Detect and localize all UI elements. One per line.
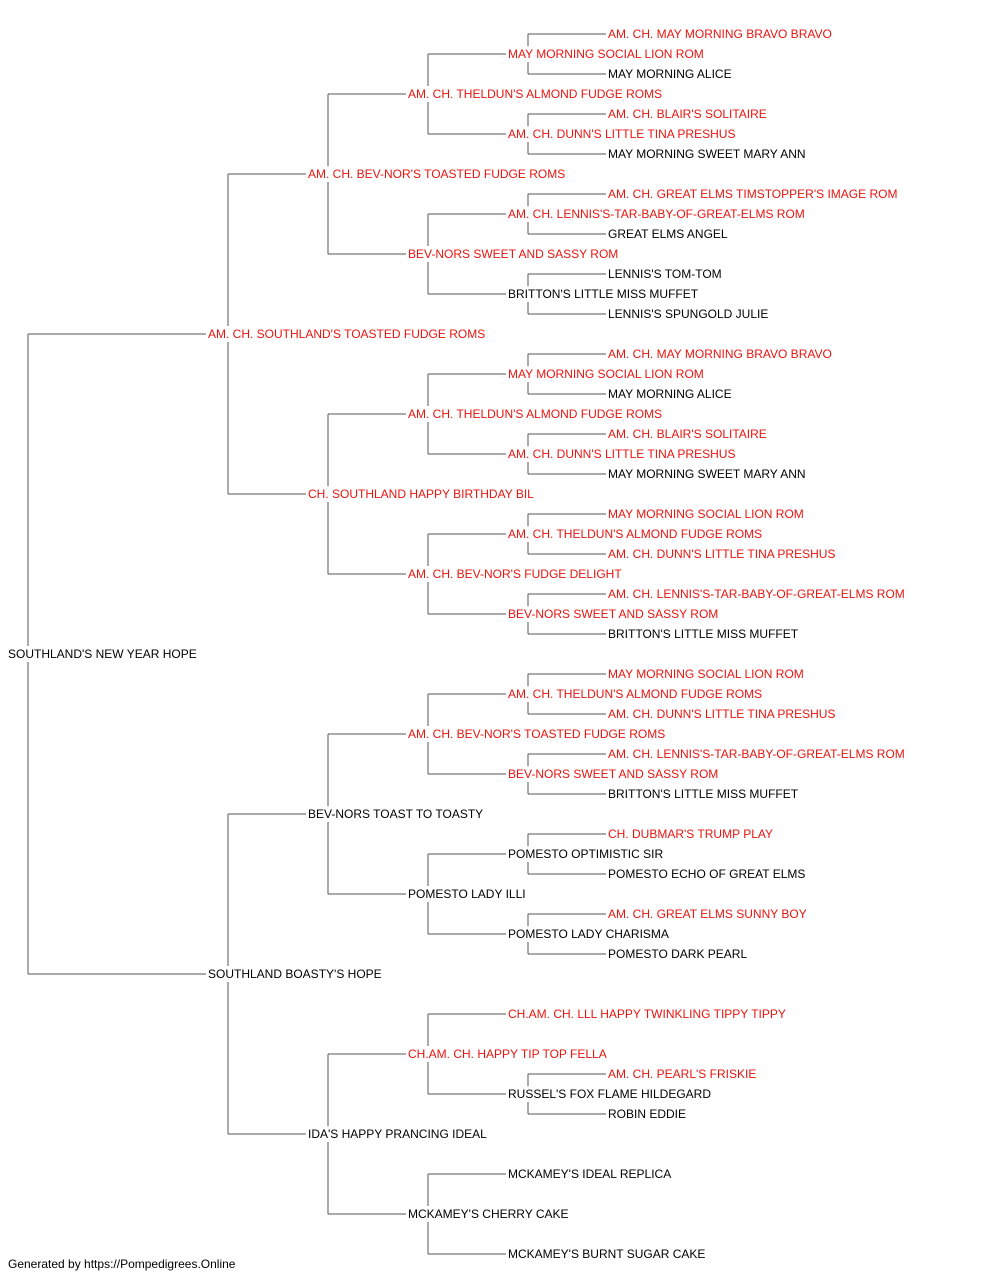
ancestor-name-gen5: LENNIS'S TOM-TOM — [608, 267, 722, 281]
ancestor-name-gen5: AM. CH. GREAT ELMS SUNNY BOY — [608, 907, 807, 921]
ancestor-name-gen4: RUSSEL'S FOX FLAME HILDEGARD — [508, 1087, 711, 1101]
subject-dog-name: SOUTHLAND'S NEW YEAR HOPE — [8, 647, 197, 661]
ancestor-name-gen4: AM. CH. DUNN'S LITTLE TINA PRESHUS — [508, 127, 735, 141]
ancestor-name-gen5: MAY MORNING ALICE — [608, 67, 732, 81]
ancestor-name-gen5: POMESTO DARK PEARL — [608, 947, 747, 961]
ancestor-name-gen4: AM. CH. LENNIS'S-TAR-BABY-OF-GREAT-ELMS … — [508, 207, 805, 221]
footer-credit: Generated by https://Pompedigrees.Online — [8, 1257, 236, 1271]
ancestor-name-gen5: AM. CH. BLAIR'S SOLITAIRE — [608, 427, 767, 441]
ancestor-name-gen3: AM. CH. THELDUN'S ALMOND FUDGE ROMS — [408, 407, 662, 421]
ancestor-name-gen5: LENNIS'S SPUNGOLD JULIE — [608, 307, 768, 321]
ancestor-name-gen4: BEV-NORS SWEET AND SASSY ROM — [508, 607, 718, 621]
ancestor-name-gen4: AM. CH. DUNN'S LITTLE TINA PRESHUS — [508, 447, 735, 461]
ancestor-name-gen4: POMESTO LADY CHARISMA — [508, 927, 669, 941]
ancestor-name-gen4: MCKAMEY'S IDEAL REPLICA — [508, 1167, 671, 1181]
ancestor-name-gen4: MCKAMEY'S BURNT SUGAR CAKE — [508, 1247, 705, 1261]
ancestor-name-gen3: CH.AM. CH. HAPPY TIP TOP FELLA — [408, 1047, 607, 1061]
ancestor-name-gen5: MAY MORNING SOCIAL LION ROM — [608, 667, 804, 681]
ancestor-name-gen5: AM. CH. LENNIS'S-TAR-BABY-OF-GREAT-ELMS … — [608, 587, 905, 601]
ancestor-name-gen4: BEV-NORS SWEET AND SASSY ROM — [508, 767, 718, 781]
ancestor-name-gen2: BEV-NORS TOAST TO TOASTY — [308, 807, 483, 821]
ancestor-name-gen4: MAY MORNING SOCIAL LION ROM — [508, 47, 704, 61]
ancestor-name-gen5: AM. CH. PEARL'S FRISKIE — [608, 1067, 756, 1081]
ancestor-name-gen1: SOUTHLAND BOASTY'S HOPE — [208, 967, 382, 981]
ancestor-name-gen4: CH.AM. CH. LLL HAPPY TWINKLING TIPPY TIP… — [508, 1007, 786, 1021]
ancestor-name-gen5: BRITTON'S LITTLE MISS MUFFET — [608, 627, 799, 641]
ancestor-name-gen3: AM. CH. THELDUN'S ALMOND FUDGE ROMS — [408, 87, 662, 101]
ancestor-name-gen5: AM. CH. GREAT ELMS TIMSTOPPER'S IMAGE RO… — [608, 187, 897, 201]
ancestor-name-gen5: MAY MORNING ALICE — [608, 387, 732, 401]
ancestor-name-gen3: MCKAMEY'S CHERRY CAKE — [408, 1207, 569, 1221]
ancestor-name-gen5: AM. CH. MAY MORNING BRAVO BRAVO — [608, 27, 832, 41]
ancestor-name-gen2: CH. SOUTHLAND HAPPY BIRTHDAY BIL — [308, 487, 534, 501]
ancestor-name-gen5: CH. DUBMAR'S TRUMP PLAY — [608, 827, 773, 841]
pedigree-connectors — [27, 33, 606, 1255]
ancestor-name-gen3: AM. CH. BEV-NOR'S FUDGE DELIGHT — [408, 567, 622, 581]
ancestor-name-gen4: AM. CH. THELDUN'S ALMOND FUDGE ROMS — [508, 527, 762, 541]
ancestor-name-gen5: ROBIN EDDIE — [608, 1107, 686, 1121]
ancestor-name-gen5: AM. CH. MAY MORNING BRAVO BRAVO — [608, 347, 832, 361]
ancestor-name-gen4: AM. CH. THELDUN'S ALMOND FUDGE ROMS — [508, 687, 762, 701]
ancestor-name-gen5: POMESTO ECHO OF GREAT ELMS — [608, 867, 805, 881]
ancestor-name-gen5: AM. CH. BLAIR'S SOLITAIRE — [608, 107, 767, 121]
ancestor-name-gen2: IDA'S HAPPY PRANCING IDEAL — [308, 1127, 487, 1141]
ancestor-name-gen1: AM. CH. SOUTHLAND'S TOASTED FUDGE ROMS — [208, 327, 485, 341]
ancestor-name-gen5: AM. CH. LENNIS'S-TAR-BABY-OF-GREAT-ELMS … — [608, 747, 905, 761]
ancestor-name-gen3: BEV-NORS SWEET AND SASSY ROM — [408, 247, 618, 261]
ancestor-name-gen4: BRITTON'S LITTLE MISS MUFFET — [508, 287, 699, 301]
ancestor-name-gen5: MAY MORNING SOCIAL LION ROM — [608, 507, 804, 521]
ancestor-name-gen4: POMESTO OPTIMISTIC SIR — [508, 847, 663, 861]
ancestor-name-gen5: MAY MORNING SWEET MARY ANN — [608, 467, 806, 481]
ancestor-name-gen5: MAY MORNING SWEET MARY ANN — [608, 147, 806, 161]
ancestor-name-gen3: AM. CH. BEV-NOR'S TOASTED FUDGE ROMS — [408, 727, 665, 741]
ancestor-name-gen5: BRITTON'S LITTLE MISS MUFFET — [608, 787, 799, 801]
ancestor-name-gen2: AM. CH. BEV-NOR'S TOASTED FUDGE ROMS — [308, 167, 565, 181]
ancestor-name-gen4: MAY MORNING SOCIAL LION ROM — [508, 367, 704, 381]
ancestor-name-gen3: POMESTO LADY ILLI — [408, 887, 526, 901]
pedigree-labels: SOUTHLAND'S NEW YEAR HOPE AM. CH. SOUTHLA… — [8, 27, 905, 1261]
ancestor-name-gen5: AM. CH. DUNN'S LITTLE TINA PRESHUS — [608, 547, 835, 561]
ancestor-name-gen5: AM. CH. DUNN'S LITTLE TINA PRESHUS — [608, 707, 835, 721]
ancestor-name-gen5: GREAT ELMS ANGEL — [608, 227, 728, 241]
